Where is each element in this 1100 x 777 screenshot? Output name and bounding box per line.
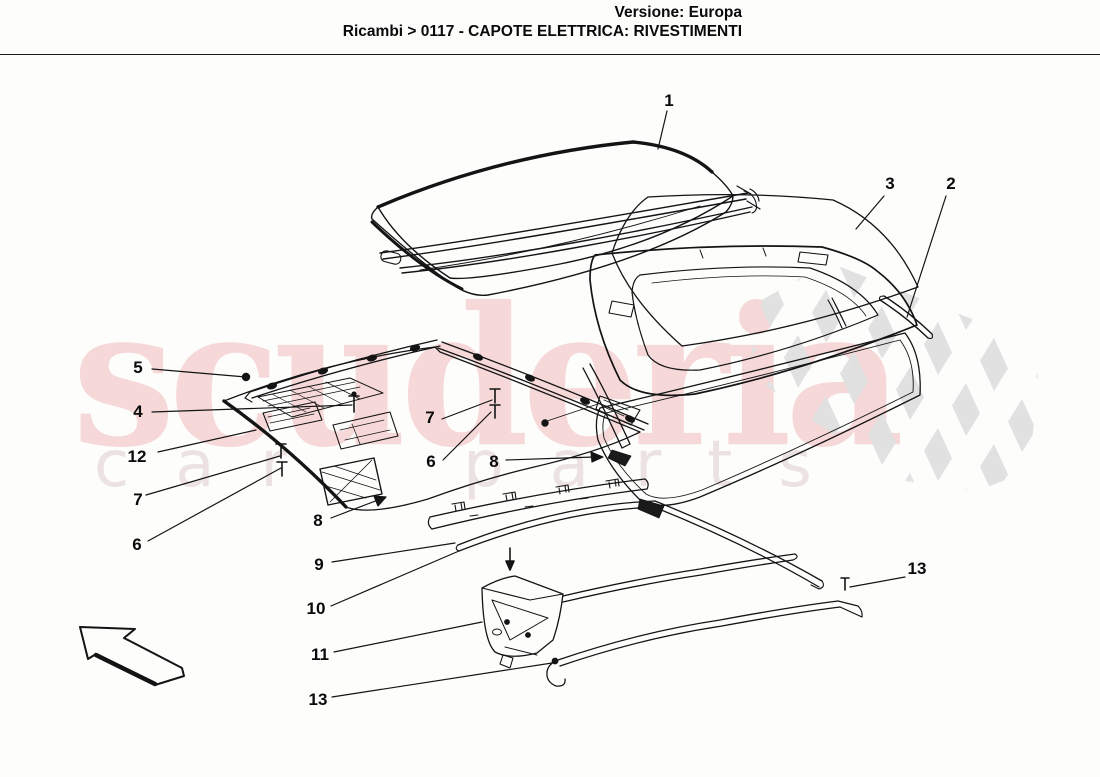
callout-2: 2 bbox=[946, 174, 956, 193]
callout-13: 13 bbox=[308, 690, 328, 709]
header-divider bbox=[0, 54, 1100, 55]
callout-leaders bbox=[145, 110, 947, 698]
callout-8: 8 bbox=[313, 511, 323, 530]
headliner bbox=[222, 339, 649, 511]
callout-6: 6 bbox=[132, 535, 142, 554]
callout-3: 3 bbox=[885, 174, 895, 193]
page-header: Versione: Europa Ricambi > 0117 - CAPOTE… bbox=[343, 3, 742, 41]
callout-9: 9 bbox=[314, 555, 324, 574]
finisher-slat bbox=[427, 478, 649, 530]
callout-11: 11 bbox=[311, 645, 329, 664]
direction-arrow bbox=[79, 626, 185, 687]
callout-5: 5 bbox=[133, 358, 143, 377]
lower-seal-strip bbox=[546, 600, 863, 687]
screw-icon bbox=[275, 388, 850, 591]
roof-panel bbox=[370, 140, 761, 296]
callout-12: 12 bbox=[127, 447, 147, 466]
callout-8: 8 bbox=[489, 452, 499, 471]
callout-4: 4 bbox=[133, 402, 143, 421]
version-label: Versione: Europa bbox=[614, 4, 742, 21]
flag-shape bbox=[748, 262, 1038, 492]
rear-bracket bbox=[481, 553, 798, 669]
breadcrumb: Ricambi > 0117 - CAPOTE ELETTRICA: RIVES… bbox=[342, 23, 742, 40]
callout-13: 13 bbox=[907, 559, 927, 578]
callout-6: 6 bbox=[426, 452, 436, 471]
callout-1: 1 bbox=[664, 91, 674, 110]
side-rail bbox=[582, 363, 632, 467]
callout-7: 7 bbox=[133, 490, 143, 509]
callout-10: 10 bbox=[306, 599, 326, 618]
rear-molding bbox=[455, 498, 824, 590]
window-frame-assembly bbox=[589, 193, 934, 506]
callout-7: 7 bbox=[425, 408, 435, 427]
